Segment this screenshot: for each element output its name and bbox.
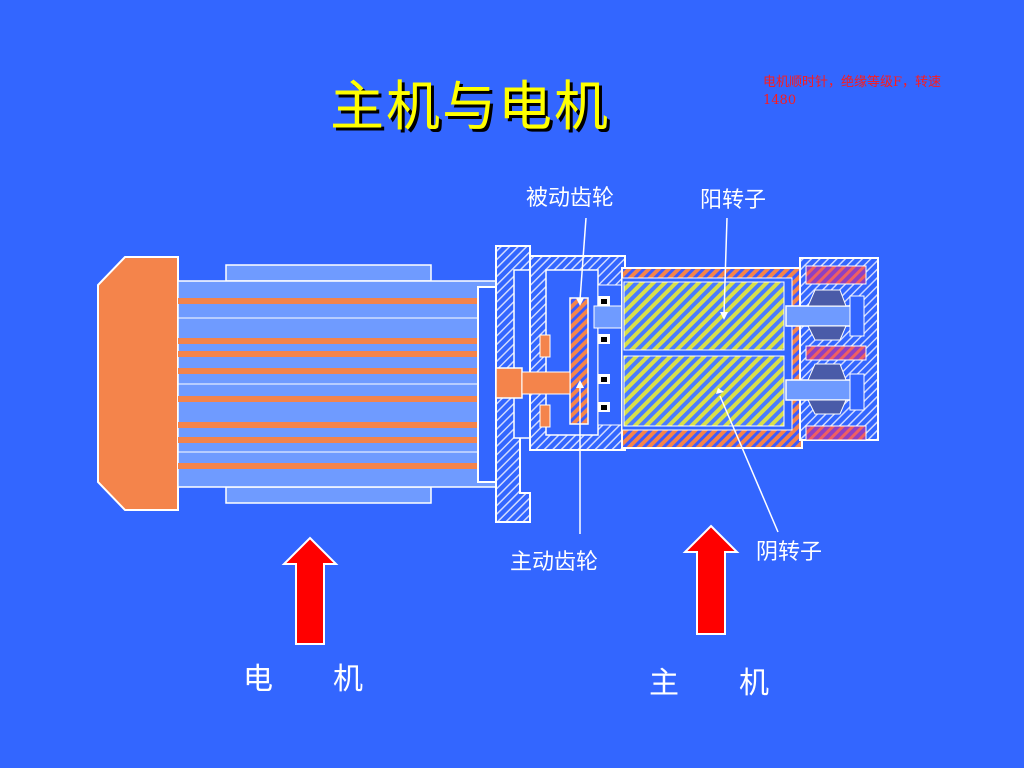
- rotor-casing: [621, 267, 803, 449]
- main-unit-arrow: [682, 524, 740, 635]
- female-rotor-label: 阴转子: [756, 540, 823, 565]
- male-rotor-label: 阳转子: [700, 188, 767, 213]
- bearing-end: [785, 257, 879, 441]
- drive-gear-label: 主动齿轮: [510, 550, 599, 575]
- motor-top-fin: [225, 264, 432, 282]
- gear-housing: [529, 255, 626, 451]
- driven-gear-label: 被动齿轮: [526, 186, 615, 211]
- motor-label: 电 机: [243, 662, 363, 697]
- driven-gear: [569, 297, 589, 425]
- female-rotor: [623, 355, 785, 427]
- motor-end-cap: [97, 256, 179, 511]
- motor-arrow: [281, 536, 339, 645]
- male-rotor: [623, 281, 785, 351]
- motor-stripes: [178, 298, 496, 469]
- motor-bottom-fin: [225, 486, 432, 504]
- leader-lines: [579, 217, 779, 534]
- main-unit-label: 主 机: [649, 666, 769, 701]
- shaft-coupling: [495, 367, 571, 399]
- motor-assembly: [97, 256, 497, 511]
- motor-spec-note: 电机顺时针，绝缘等级F，转速1480: [763, 75, 942, 108]
- page-title: 主机与电机: [330, 75, 610, 138]
